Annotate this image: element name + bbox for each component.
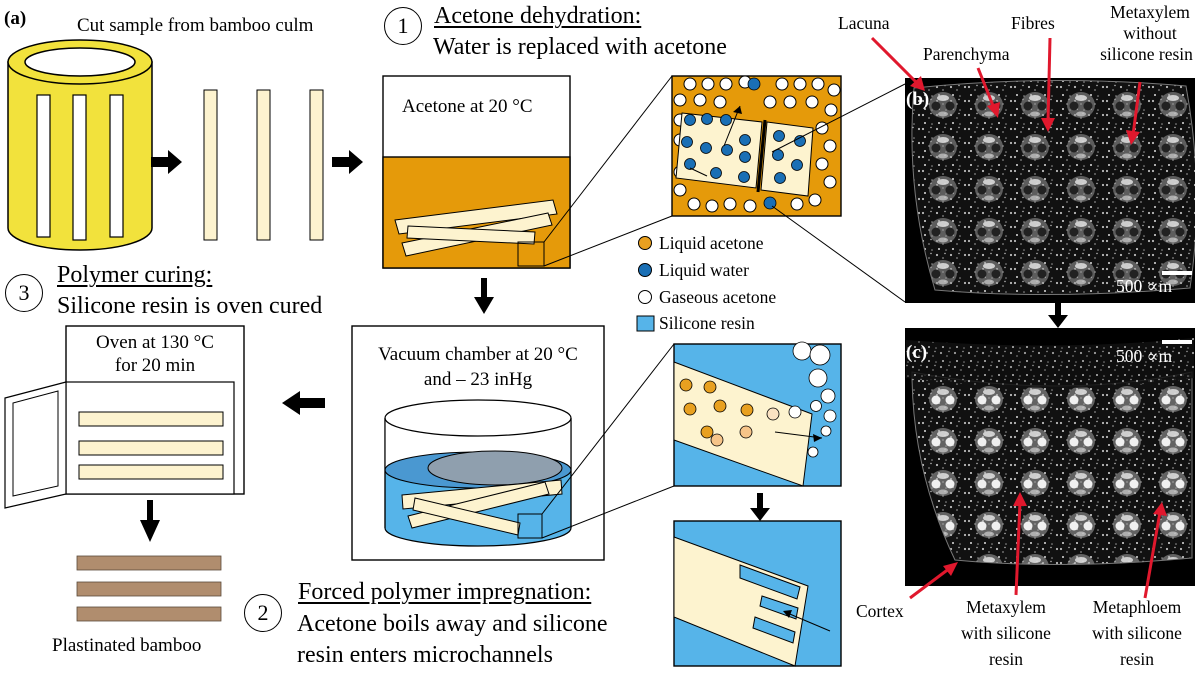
step2-number: 2 <box>244 594 282 632</box>
legend-liquid-water: Liquid water <box>659 260 749 280</box>
annotation-cortex: Cortex <box>856 601 904 621</box>
step1-number: 1 <box>384 7 422 45</box>
annotation-metaphloem-line3: resin <box>1119 649 1155 669</box>
step1-title: Acetone dehydration: <box>434 3 642 29</box>
step3-title: Polymer curing: <box>57 262 213 288</box>
zoom-dehydration <box>671 75 906 303</box>
legend-gaseous-acetone: Gaseous acetone <box>659 287 777 307</box>
annotation-arrows <box>870 36 1167 600</box>
panel-label-a: (a) <box>4 8 27 29</box>
scale-label-c: 500 ∝m <box>1116 346 1173 366</box>
plastinated-caption: Plastinated bamboo <box>52 635 202 656</box>
zoom-resin-entering <box>673 520 842 667</box>
annotation-metaxylem-line2: without <box>1123 23 1177 43</box>
annotation-metaxylem-line3: silicone resin <box>1100 44 1193 64</box>
annotation-fibres: Fibres <box>1011 13 1055 33</box>
scale-bar-c <box>1162 340 1192 344</box>
step2-line1: Acetone boils away and silicone <box>297 611 608 637</box>
annotation-lacuna: Lacuna <box>838 13 890 33</box>
beaker-label: Acetone at 20 °C <box>402 96 533 117</box>
annotation-metaxylem-resin-line3: resin <box>988 649 1024 669</box>
annotation-metaxylem-resin-line2: with silicone <box>961 623 1051 643</box>
annotation-metaphloem-line1: Metaphloem <box>1092 597 1182 617</box>
oven <box>4 325 245 509</box>
annotation-metaxylem-resin-line1: Metaxylem <box>966 597 1046 617</box>
oven-label-line2: for 20 min <box>114 355 196 376</box>
step2-line2: resin enters microchannels <box>297 642 553 668</box>
legend-liquid-acetone: Liquid acetone <box>659 233 764 253</box>
step3-number: 3 <box>5 274 43 312</box>
acetone-beaker <box>382 75 673 269</box>
vacuum-label-line1: Vacuum chamber at 20 °C <box>378 344 578 365</box>
panel-label-b: (b) <box>906 89 930 110</box>
vacuum-chamber <box>351 325 675 561</box>
annotation-metaxylem-line1: Metaxylem <box>1110 2 1190 22</box>
step1-description: Water is replaced with acetone <box>433 34 727 60</box>
step3-description: Silicone resin is oven cured <box>57 293 323 319</box>
ct-image-c <box>905 328 1195 586</box>
oven-label-line1: Oven at 130 °C <box>96 332 214 353</box>
cut-strips <box>203 89 324 241</box>
annotation-metaphloem-line2: with silicone <box>1092 623 1182 643</box>
cut-caption: Cut sample from bamboo culm <box>77 15 314 36</box>
annotation-parenchyma: Parenchyma <box>923 44 1010 64</box>
bamboo-culm <box>7 39 153 251</box>
step2-title: Forced polymer impregnation: <box>298 579 592 605</box>
process-arrows <box>140 150 1068 542</box>
ct-image-b <box>905 78 1195 303</box>
scale-label-b: 500 ∝m <box>1116 276 1173 296</box>
panel-label-c: (c) <box>906 342 928 363</box>
vacuum-label-line2: and – 23 inHg <box>423 369 533 390</box>
legend-markers <box>636 236 655 332</box>
zoom-boiling <box>673 341 842 487</box>
plastinated-strips <box>76 555 222 622</box>
legend-silicone-resin: Silicone resin <box>659 313 755 333</box>
scale-bar-b <box>1162 271 1192 275</box>
